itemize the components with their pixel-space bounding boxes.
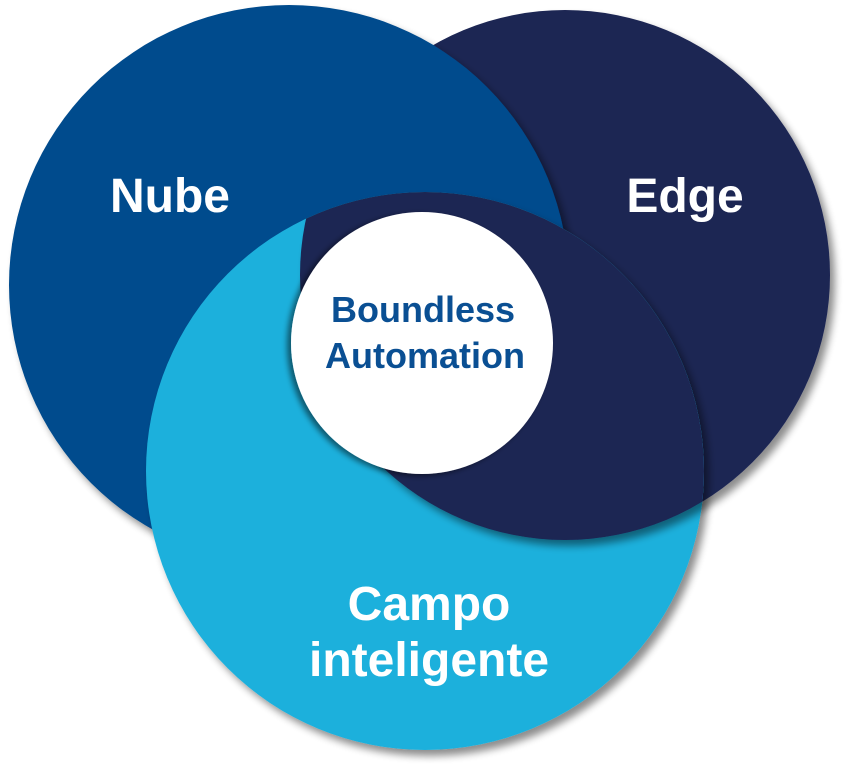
campo-label-line-1: Campo: [348, 578, 511, 631]
center-label-line-1: Boundless: [331, 289, 515, 330]
center-label-line-2: Automation: [325, 335, 525, 376]
nube-label: Nube: [110, 170, 230, 223]
edge-label: Edge: [626, 170, 743, 223]
center-circle: [291, 212, 553, 474]
campo-label-line-2: inteligente: [309, 634, 549, 687]
